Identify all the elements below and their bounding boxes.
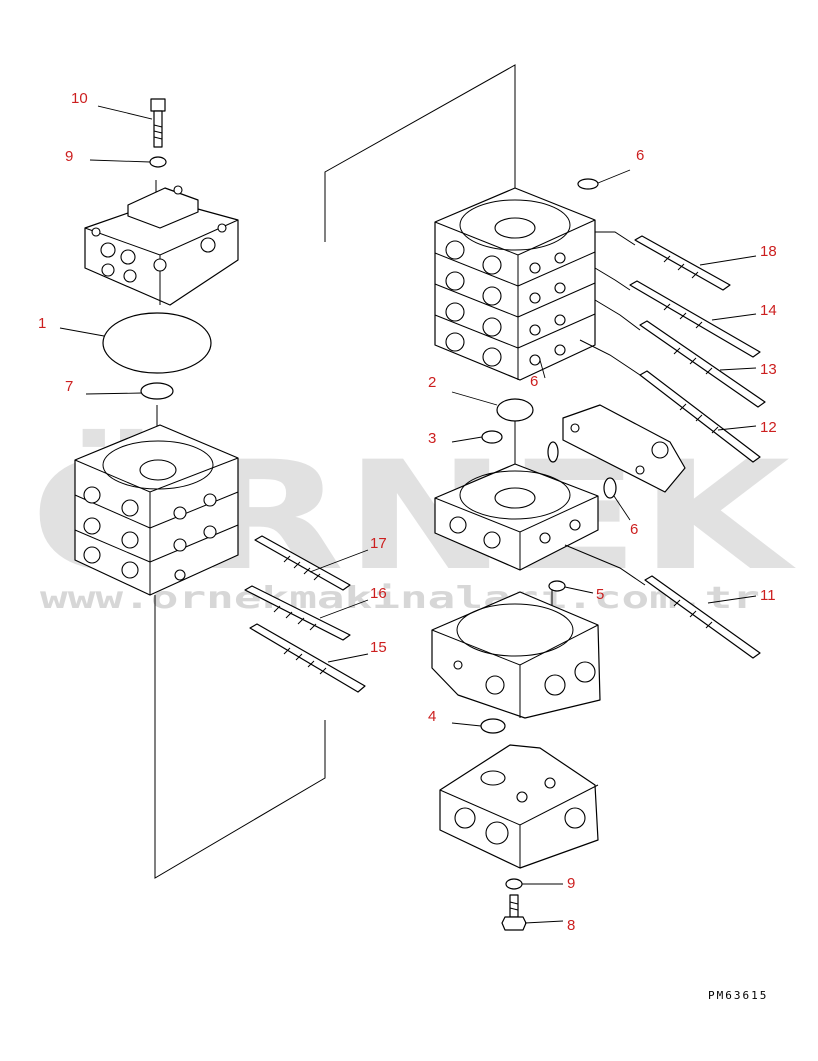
callout-8: 8 bbox=[567, 917, 575, 934]
seal-4 bbox=[480, 718, 506, 734]
left-valve-stack bbox=[74, 424, 239, 596]
large-o-ring bbox=[102, 312, 212, 374]
right-valve-stack bbox=[434, 187, 596, 381]
callout-6-top: 6 bbox=[636, 147, 644, 164]
callout-13: 13 bbox=[760, 361, 777, 378]
spool-13 bbox=[594, 299, 766, 408]
washer-bottom bbox=[505, 878, 523, 890]
spool-15 bbox=[249, 623, 366, 693]
callout-6-mid: 6 bbox=[530, 373, 538, 390]
spool-11 bbox=[564, 544, 761, 659]
o-ring-6-top bbox=[577, 178, 599, 190]
callout-15: 15 bbox=[370, 639, 387, 656]
relief-valve-block bbox=[562, 404, 686, 493]
o-ring-6-low bbox=[603, 477, 617, 499]
o-ring-7 bbox=[140, 382, 174, 400]
callout-5: 5 bbox=[596, 586, 604, 603]
washer-top bbox=[149, 156, 167, 168]
callout-17: 17 bbox=[370, 535, 387, 552]
callout-11: 11 bbox=[760, 587, 776, 604]
callout-16: 16 bbox=[370, 585, 387, 602]
spool-12 bbox=[579, 339, 761, 463]
callout-4: 4 bbox=[428, 708, 436, 725]
inlet-section bbox=[431, 591, 601, 719]
seal-3 bbox=[481, 430, 503, 444]
leader-lines bbox=[59, 105, 757, 924]
callout-2: 2 bbox=[428, 374, 436, 391]
callout-10: 10 bbox=[71, 90, 88, 107]
seal-2 bbox=[496, 398, 534, 422]
bolt-bottom bbox=[501, 894, 527, 931]
end-cover bbox=[439, 744, 599, 869]
callout-9-bottom: 9 bbox=[567, 875, 575, 892]
o-ring-6-mid bbox=[547, 441, 559, 463]
callout-9-top: 9 bbox=[65, 148, 73, 165]
bolt-top bbox=[150, 98, 166, 148]
callout-12: 12 bbox=[760, 419, 777, 436]
spool-18 bbox=[595, 231, 731, 291]
callout-14: 14 bbox=[760, 302, 777, 319]
spool-16 bbox=[244, 585, 351, 641]
callout-3: 3 bbox=[428, 430, 436, 447]
spool-17 bbox=[254, 535, 351, 591]
callouts: 10 9 1 7 17 16 15 6 2 3 18 14 13 12 6 11… bbox=[38, 90, 777, 934]
spool-14 bbox=[594, 267, 761, 358]
callout-7: 7 bbox=[65, 378, 73, 395]
callout-6-low: 6 bbox=[630, 521, 638, 538]
drawing-code: PM63615 bbox=[708, 989, 768, 1002]
callout-18: 18 bbox=[760, 243, 777, 260]
right-single-section bbox=[434, 463, 599, 571]
top-cover-block bbox=[84, 185, 239, 306]
callout-1: 1 bbox=[38, 315, 46, 332]
seal-5 bbox=[548, 580, 566, 592]
